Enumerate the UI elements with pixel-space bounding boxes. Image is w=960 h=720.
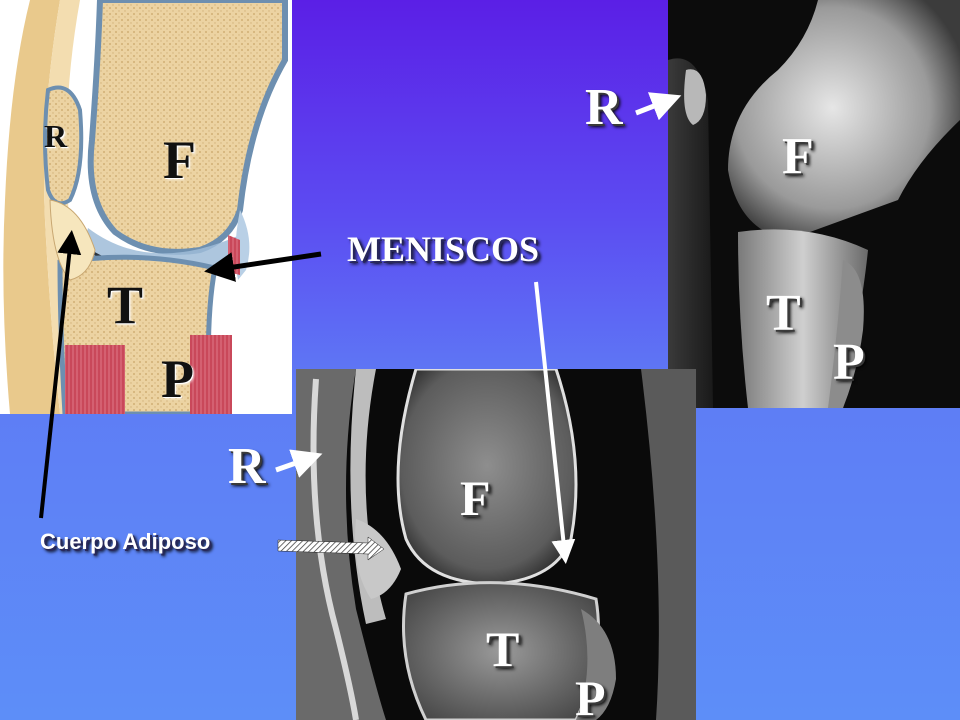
anatomy-label-f: F <box>163 130 196 190</box>
mri-label-p: P <box>575 670 606 720</box>
anatomy-label-p: P <box>161 349 194 409</box>
anatomy-illustration: R F T P <box>0 0 292 414</box>
anatomy-label-t: T <box>107 275 144 335</box>
xray-label-p: P <box>833 334 865 391</box>
meniscos-caption: MENISCOS <box>347 229 540 269</box>
mri-label-r: R <box>228 438 266 495</box>
xray-r-arrow <box>635 92 682 121</box>
knee-xray-drawing <box>668 0 960 408</box>
xray-label-r: R <box>585 79 623 136</box>
mri-label-t: T <box>486 621 520 677</box>
cuerpo-adiposo-caption: Cuerpo Adiposo <box>40 529 211 554</box>
anatomy-label-r: R <box>44 118 68 154</box>
xray-label-f: F <box>782 128 814 185</box>
xray-image: F T P <box>668 0 960 408</box>
knee-anatomy-drawing <box>0 0 292 414</box>
mri-image: F T P <box>296 369 696 720</box>
xray-label-t: T <box>766 285 801 342</box>
mri-label-f: F <box>460 470 491 526</box>
